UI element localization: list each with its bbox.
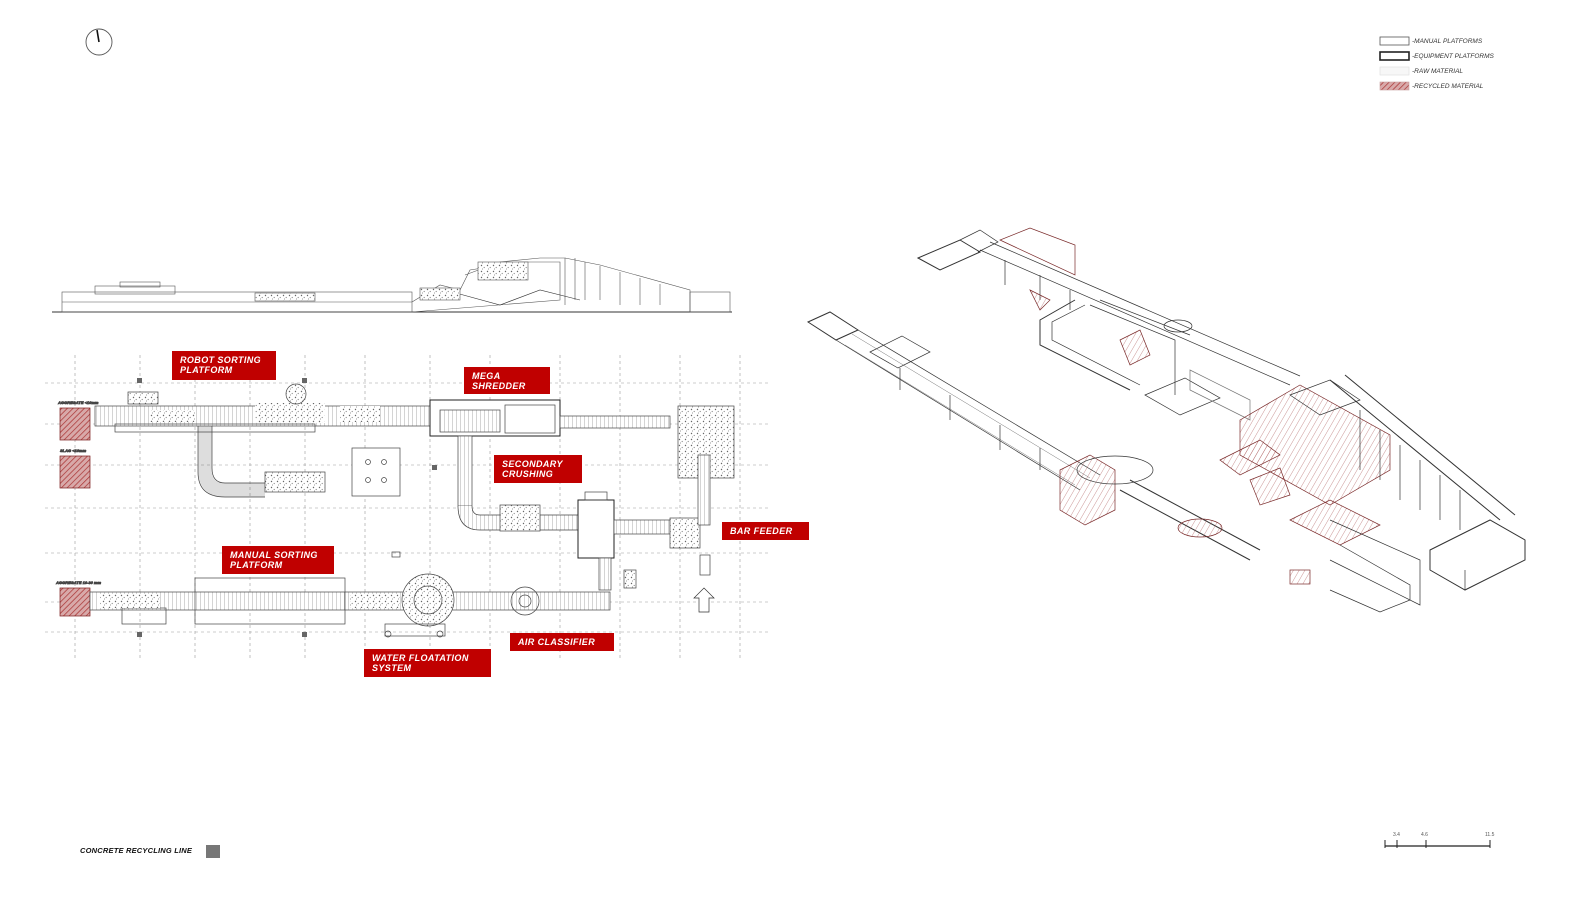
slag-bin [59, 455, 91, 489]
label-line: BAR FEEDER [730, 526, 793, 536]
label-air-classifier: AIR CLASSIFIER [510, 633, 614, 651]
north-arrow-icon [85, 28, 113, 56]
note-aggregate-top: AGGREGATE <10mm [57, 400, 99, 405]
label-line: MEGA [472, 371, 501, 381]
scale-bar: 3.4 4.6 11.5 [1384, 832, 1495, 848]
label-water-floatation-system: WATER FLOATATION SYSTEM [364, 649, 491, 677]
legend-label-raw: -RAW MATERIAL [1412, 68, 1463, 75]
legend-swatch-raw [1379, 66, 1410, 76]
aggregate-bin-bottom [59, 587, 91, 617]
note-aggregate-bottom: AGGREGATE 10-30 mm [55, 580, 101, 585]
label-manual-sorting-platform: MANUAL SORTING PLATFORM [222, 546, 334, 574]
title-swatch [206, 845, 220, 858]
label-line: PLATFORM [180, 365, 233, 375]
note-slag: SLAG <10mm [60, 448, 87, 453]
label-line: SHREDDER [472, 381, 526, 391]
label-line: CRUSHING [502, 469, 554, 479]
drawing-title: CONCRETE RECYCLING LINE [80, 846, 193, 855]
label-line: SECONDARY [502, 459, 563, 469]
label-line: SYSTEM [372, 663, 412, 673]
legend-label-recycled: -RECYCLED MATERIAL [1412, 83, 1484, 90]
scale-tick-3: 11.5 [1485, 832, 1495, 838]
scale-tick-2: 4.6 [1421, 832, 1428, 838]
label-line: PLATFORM [230, 560, 283, 570]
plan-drawing: AGGREGATE <10mm SLAG <10mm AGGREGATE 10-… [55, 378, 735, 638]
label-robot-sorting-platform: ROBOT SORTING PLATFORM [172, 351, 276, 380]
legend: -MANUAL PLATFORMS -EQUIPMENT PLATFORMS -… [1379, 36, 1495, 91]
label-line: AIR CLASSIFIER [518, 637, 596, 647]
label-line: ROBOT SORTING [180, 355, 262, 365]
label-mega-shredder: MEGA SHREDDER [464, 367, 550, 394]
legend-swatch-equipment [1379, 51, 1410, 61]
label-bar-feeder: BAR FEEDER [722, 522, 809, 540]
label-line: WATER FLOATATION [372, 653, 469, 663]
legend-swatch-recycled [1379, 81, 1410, 91]
axonometric-drawing [806, 227, 1526, 613]
legend-label-manual: -MANUAL PLATFORMS [1412, 38, 1483, 45]
aggregate-bin-top [59, 407, 91, 441]
legend-label-equipment: -EQUIPMENT PLATFORMS [1412, 53, 1495, 60]
label-line: MANUAL SORTING [230, 550, 318, 560]
elevation-drawing [52, 257, 732, 313]
scale-tick-1: 3.4 [1393, 832, 1400, 838]
label-secondary-crushing: SECONDARY CRUSHING [494, 455, 582, 483]
legend-swatch-manual [1379, 36, 1410, 46]
